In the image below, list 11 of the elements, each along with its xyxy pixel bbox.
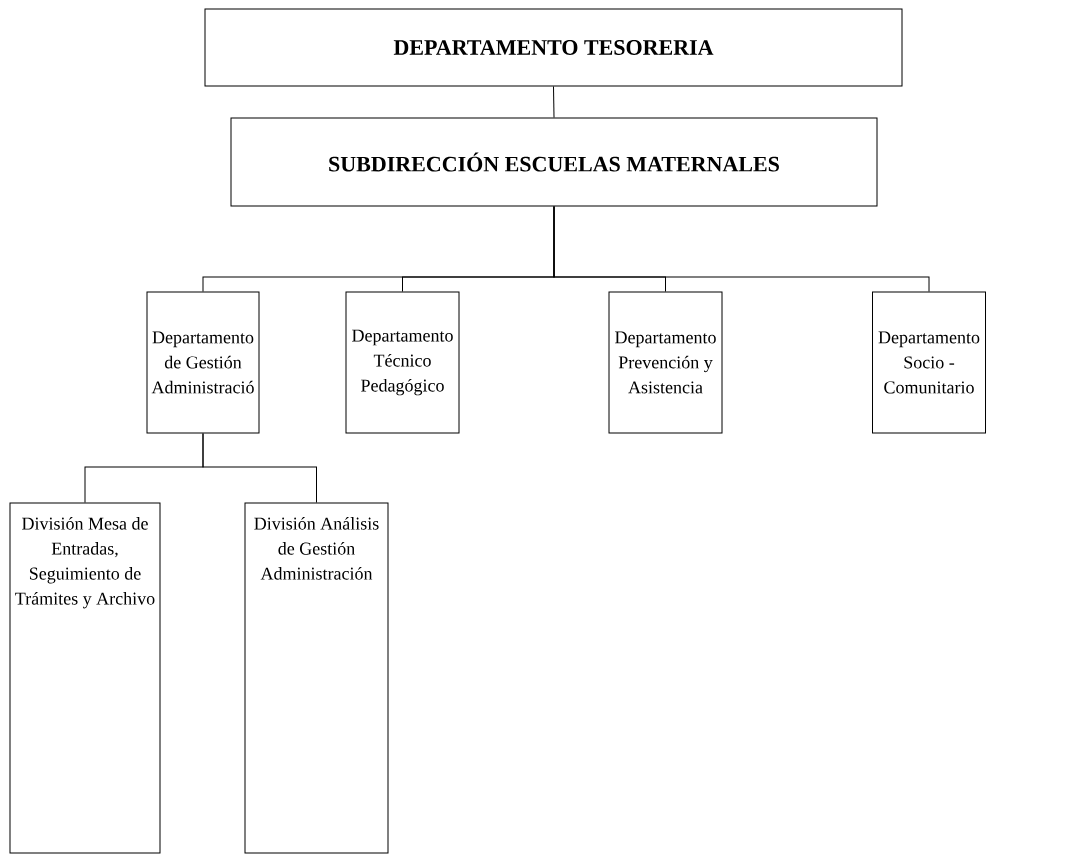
department-box: Departamento Prevención y Asistencia bbox=[608, 291, 723, 434]
department-box: División Mesa de Entradas, Seguimiento de Trámites y Archivo bbox=[9, 502, 161, 854]
connector-line bbox=[202, 433, 317, 503]
connector-line bbox=[553, 86, 555, 118]
department-box: Departamento Socio - Comunitario bbox=[872, 291, 986, 434]
department-box: Departamento Técnico Pedagógico bbox=[345, 291, 460, 434]
department-box: Departamento de Gestión Administració bbox=[146, 291, 260, 434]
heading-box: SUBDIRECCIÓN ESCUELAS MATERNALES bbox=[230, 117, 878, 207]
heading-box: DEPARTAMENTO TESORERIA bbox=[204, 8, 903, 87]
department-box: División Análisis de Gestión Administración bbox=[244, 502, 389, 854]
connector-line bbox=[553, 206, 930, 292]
